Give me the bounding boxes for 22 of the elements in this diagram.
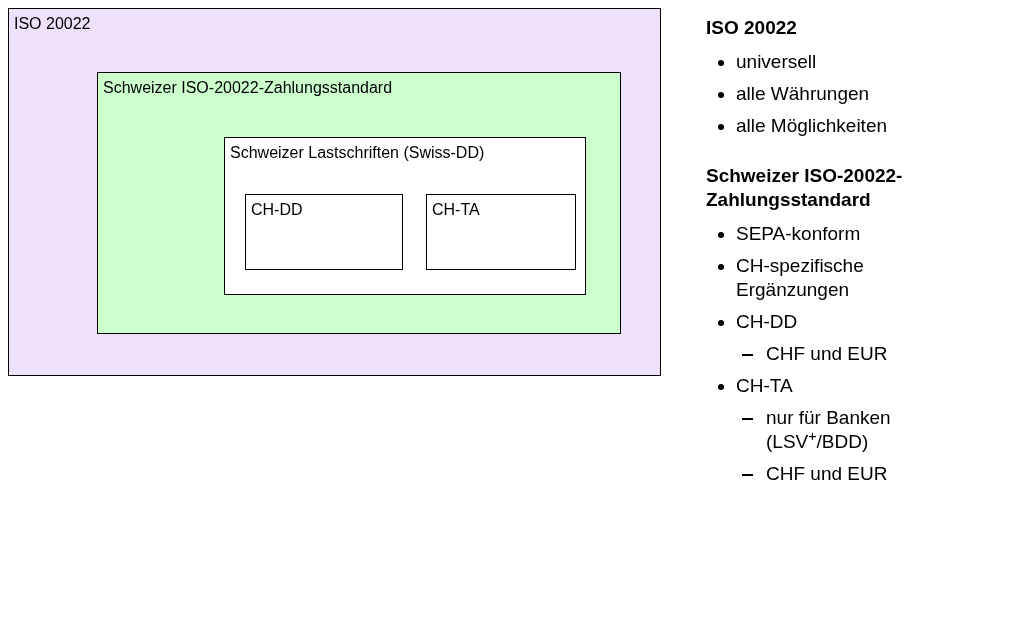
box-label: ISO 20022 — [14, 15, 91, 33]
outer-box — [8, 8, 661, 376]
bullet-item: CH-spezifische Ergänzungen — [736, 254, 865, 302]
box-label: Schweizer ISO-20022-Zahlungsstandard — [103, 79, 393, 97]
inner-box — [426, 194, 576, 270]
box-label: CH-TA — [432, 201, 480, 219]
section-heading: Schweizer ISO-20022-Zahlungsstandard — [706, 164, 904, 212]
inner-box — [224, 137, 586, 295]
section-heading: ISO 20022 — [706, 16, 798, 40]
bullet-item: CH-TA — [736, 374, 794, 398]
bullet-item: universell — [736, 50, 818, 74]
sub-item: CHF und EUR — [766, 342, 889, 366]
bullet-item: SEPA-konform — [736, 222, 862, 246]
box-label: CH-DD — [251, 201, 303, 219]
sub-item: CHF und EUR — [766, 462, 889, 486]
bullet-item: alle Währungen — [736, 82, 871, 106]
box-label: Schweizer Lastschriften (Swiss-DD) — [230, 144, 485, 162]
sub-item: nur für Banken (LSV$^{+}$/BDD) — [766, 406, 892, 454]
inner-box — [245, 194, 403, 270]
bullet-item: CH-DD — [736, 310, 799, 334]
inner-box — [97, 72, 621, 334]
bullet-item: alle Möglichkeiten — [736, 114, 889, 138]
